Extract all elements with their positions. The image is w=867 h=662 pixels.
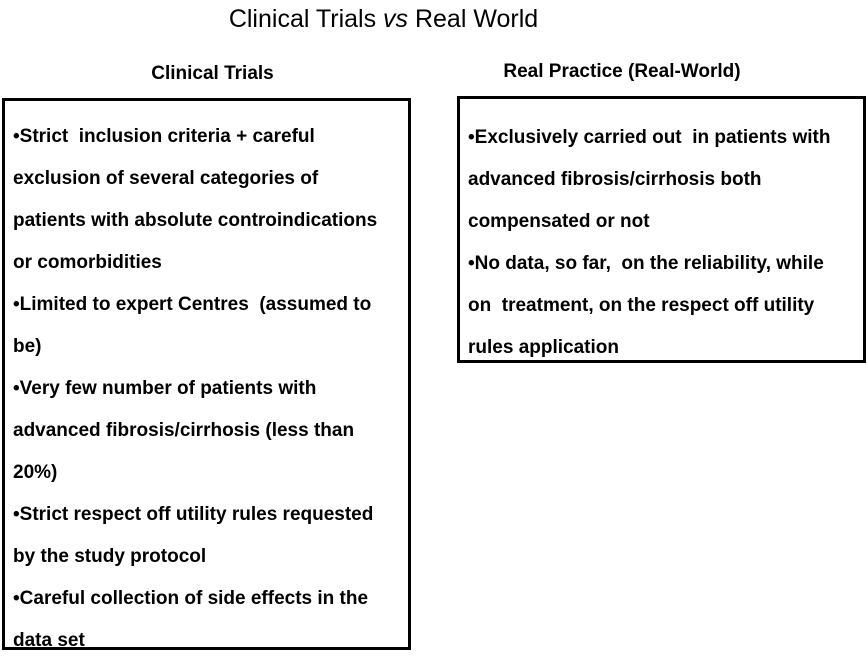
clinical-trials-line: be) <box>13 336 42 357</box>
clinical-trials-line: by the study protocol <box>13 546 207 567</box>
real-practice-line: compensated or not <box>468 211 650 232</box>
title-vs: vs <box>383 5 409 33</box>
real-practice-box: •Exclusively carried out in patients wit… <box>457 96 866 363</box>
page-title: Clinical Trials vs Real World <box>0 4 767 34</box>
real-practice-line: advanced fibrosis/cirrhosis both <box>468 169 762 190</box>
clinical-trials-line: exclusion of several categories of <box>13 168 319 189</box>
clinical-trials-heading: Clinical Trials <box>151 63 274 84</box>
clinical-trials-line: •Strict inclusion criteria + careful <box>13 126 315 147</box>
clinical-trials-line: patients with absolute controindications <box>13 210 378 231</box>
clinical-trials-line: •Strict respect off utility rules reques… <box>13 504 374 525</box>
clinical-trials-line: 20%) <box>13 462 58 483</box>
real-practice-line: •No data, so far, on the reliability, wh… <box>468 253 824 274</box>
clinical-trials-line: •Careful collection of side effects in t… <box>13 588 369 609</box>
clinical-trials-box: •Strict inclusion criteria + careful exc… <box>2 98 411 651</box>
clinical-trials-line: data set <box>13 630 85 651</box>
clinical-trials-line: or comorbidities <box>13 252 162 273</box>
title-part-3: Real World <box>408 5 539 33</box>
clinical-trials-line: •Very few number of patients with <box>13 378 317 399</box>
real-practice-line: rules application <box>468 337 619 358</box>
clinical-trials-line: •Limited to expert Centres (assumed to <box>13 294 372 315</box>
title-part-1: Clinical Trials <box>228 5 384 33</box>
real-practice-line: •Exclusively carried out in patients wit… <box>468 127 831 148</box>
real-practice-heading: Real Practice (Real-World) <box>503 61 741 82</box>
real-practice-line: on treatment, on the respect off utility <box>468 295 815 316</box>
clinical-trials-line: advanced fibrosis/cirrhosis (less than <box>13 420 355 441</box>
